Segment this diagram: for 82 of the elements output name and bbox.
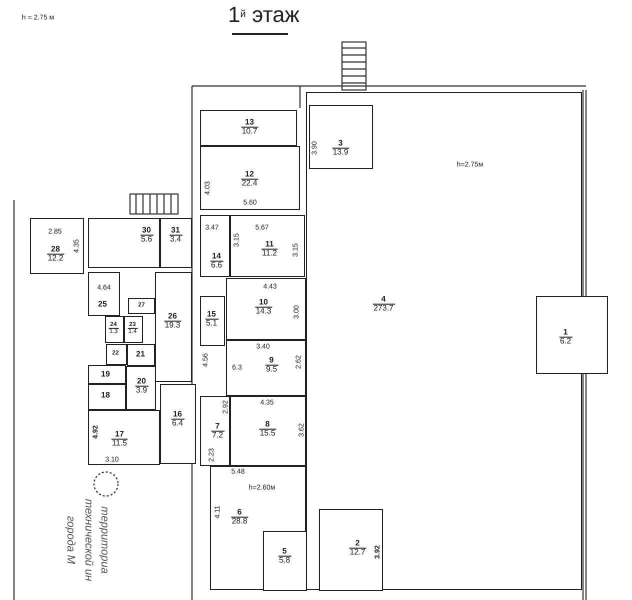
room-area: 22.4 (240, 179, 258, 189)
room-outline (230, 215, 305, 277)
room-outline (200, 215, 230, 277)
room-outline (226, 278, 306, 340)
room-outline (226, 340, 306, 396)
room-number: 11 (264, 240, 275, 249)
room-outline (155, 272, 192, 382)
room-area: 11.5 (111, 439, 128, 449)
room-outline (200, 396, 230, 466)
room-number: 7 (214, 422, 221, 431)
room-outline (128, 298, 155, 314)
room-area: 6.2 (558, 337, 572, 347)
room-number: 16 (172, 410, 183, 419)
room-outline (160, 384, 196, 464)
room-outline (106, 344, 127, 365)
stamp-text: территориа (98, 506, 110, 574)
room-area: 273.7 (372, 304, 395, 314)
room-area: 14.3 (254, 307, 272, 317)
room-area: 7.2 (210, 431, 224, 441)
room-area: 10.7 (240, 127, 258, 137)
room-area: 5.6 (140, 235, 154, 245)
room-area: 6.6 (210, 261, 224, 271)
room-outline (160, 218, 192, 268)
room-outline (127, 344, 155, 366)
room-number: 13 (244, 118, 255, 127)
room-outline (88, 218, 160, 268)
room-number: 6 (236, 508, 243, 517)
room-outline (88, 384, 126, 410)
room-number: 4 (380, 295, 387, 304)
room-area: 3.4 (168, 235, 182, 245)
room-area: 11.2 (261, 249, 278, 259)
room-outline (306, 92, 582, 590)
room-number: 9 (268, 356, 275, 365)
room-number: 18 (100, 391, 111, 400)
room-area: 5.1 (204, 319, 218, 329)
room-number: 25 (97, 300, 108, 309)
room-outline (200, 146, 300, 210)
room-area: 28.8 (230, 517, 248, 527)
room-number: 17 (114, 430, 125, 439)
room-number: 1 (562, 328, 569, 337)
room-number: 12 (244, 170, 255, 179)
room-outline (200, 110, 297, 146)
room-area: 9.5 (264, 365, 278, 375)
room-outline (88, 272, 120, 316)
room-outline (309, 105, 373, 169)
room-area: 19.3 (164, 321, 182, 331)
room-number: 2 (354, 539, 361, 548)
room-number: 31 (170, 226, 181, 235)
room-area: 3.9 (134, 386, 148, 396)
room-outline (126, 366, 156, 410)
room-number: 28 (50, 245, 61, 254)
room-outline (210, 466, 306, 590)
room-area: 5.8 (278, 556, 292, 566)
room-number: 10 (258, 298, 269, 307)
room-area: 13.9 (332, 148, 350, 158)
stamp-text: технической ин (82, 498, 94, 582)
room-area: 12.7 (348, 548, 366, 558)
room-number: 19 (100, 370, 111, 379)
room-number: 14 (211, 252, 222, 261)
room-number: 20 (136, 377, 147, 386)
room-outline (88, 365, 126, 384)
room-area: 6.4 (170, 419, 184, 429)
stamp-text: города М (64, 516, 76, 564)
floor-title: 1$^{й}$ этаж (228, 4, 300, 26)
room-outline (30, 218, 84, 274)
room-outline (124, 316, 143, 343)
room-outline (230, 396, 306, 466)
room-outline (105, 316, 124, 343)
room-number: 26 (167, 312, 178, 321)
room-outline (319, 509, 383, 591)
room-outline (536, 296, 608, 374)
room-number: 8 (264, 420, 271, 429)
room-outline (200, 296, 225, 346)
room-number: 30 (141, 226, 152, 235)
room-area: 15.5 (258, 429, 276, 439)
room-number: 5 (281, 547, 288, 556)
room-number: 3 (337, 139, 344, 148)
room-outline (88, 410, 160, 465)
room-number: 21 (135, 350, 146, 359)
room-area: 12.2 (46, 254, 64, 264)
room-number: 15 (206, 310, 217, 319)
room-outline (263, 531, 307, 591)
